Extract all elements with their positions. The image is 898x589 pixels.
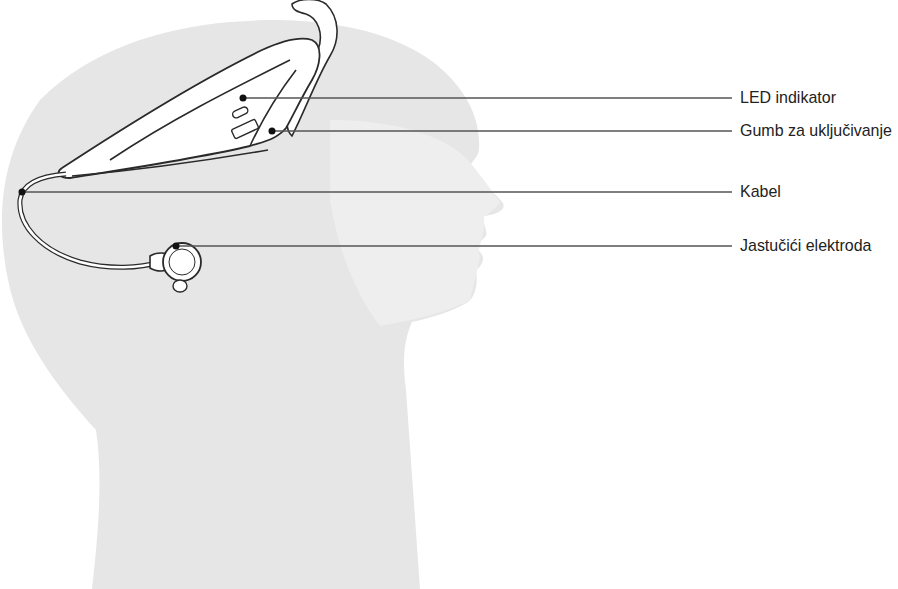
led-window bbox=[231, 106, 248, 119]
leader-dot bbox=[240, 95, 247, 102]
head-silhouette bbox=[2, 20, 504, 589]
device-body bbox=[59, 38, 320, 178]
callout-label: Gumb za uključivanje bbox=[740, 123, 892, 139]
leader-line bbox=[22, 191, 732, 192]
face-shade bbox=[330, 120, 500, 326]
electrode-nub bbox=[173, 280, 187, 292]
device-ridge bbox=[72, 60, 296, 176]
callout-label: LED indikator bbox=[740, 90, 836, 106]
callout-label: Jastučići elektroda bbox=[740, 238, 872, 254]
cable bbox=[20, 174, 160, 267]
electrode-pad bbox=[163, 243, 201, 281]
leader-line bbox=[243, 97, 732, 98]
power-button bbox=[231, 119, 259, 139]
cable-inner bbox=[20, 174, 160, 267]
leader-dot bbox=[269, 128, 276, 135]
callout-label: Kabel bbox=[740, 184, 781, 200]
electrode-pad-inner bbox=[169, 249, 195, 275]
leader-lines bbox=[22, 98, 732, 246]
leader-dot bbox=[173, 243, 180, 250]
leader-dot bbox=[19, 189, 26, 196]
leader-line bbox=[176, 245, 732, 246]
leader-line bbox=[272, 130, 732, 131]
leader-dots bbox=[19, 95, 276, 250]
